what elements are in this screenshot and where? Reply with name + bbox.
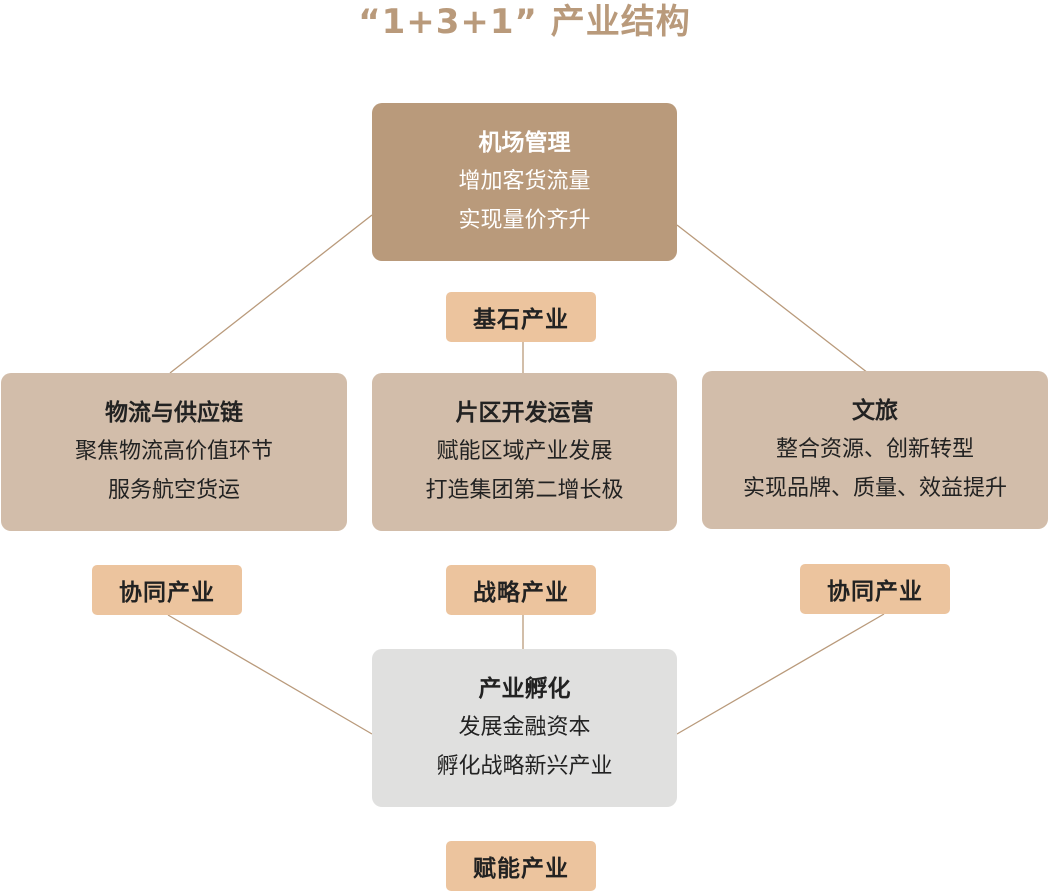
node-line: 孵化战略新兴产业 bbox=[436, 754, 613, 779]
node-industry-incubation: 产业孵化 发展金融资本 孵化战略新兴产业 bbox=[372, 649, 677, 807]
diagram-title: “1+3+1” 产业结构 bbox=[358, 2, 691, 42]
node-heading: 机场管理 bbox=[478, 130, 571, 156]
tag-foundation-industry: 基石产业 bbox=[446, 292, 596, 342]
connector-tourism-tag-incubation bbox=[676, 613, 885, 735]
node-culture-tourism: 文旅 整合资源、创新转型 实现品牌、质量、效益提升 bbox=[702, 371, 1048, 529]
connector-airport-tourism bbox=[676, 224, 869, 374]
node-heading: 产业孵化 bbox=[478, 676, 571, 702]
node-heading: 文旅 bbox=[852, 398, 898, 424]
tag-synergy-industry-left: 协同产业 bbox=[92, 565, 242, 615]
node-line: 实现量价齐升 bbox=[458, 208, 591, 233]
tag-enabling-industry: 赋能产业 bbox=[446, 841, 596, 891]
node-line: 聚焦物流高价值环节 bbox=[74, 439, 273, 464]
node-line: 发展金融资本 bbox=[458, 715, 591, 740]
node-line: 增加客货流量 bbox=[458, 169, 591, 194]
node-district-development: 片区开发运营 赋能区域产业发展 打造集团第二增长极 bbox=[372, 373, 677, 531]
node-line: 赋能区域产业发展 bbox=[436, 439, 613, 464]
node-line: 服务航空货运 bbox=[107, 478, 240, 503]
connector-logistics-tag-incubation bbox=[167, 614, 373, 735]
connector-airport-logistics bbox=[169, 214, 373, 374]
node-heading: 物流与供应链 bbox=[105, 400, 243, 426]
node-heading: 片区开发运营 bbox=[455, 400, 594, 426]
node-line: 打造集团第二增长极 bbox=[425, 478, 624, 503]
node-airport-management: 机场管理 增加客货流量 实现量价齐升 bbox=[372, 103, 677, 261]
node-line: 实现品牌、质量、效益提升 bbox=[742, 476, 1007, 501]
node-logistics-supply-chain: 物流与供应链 聚焦物流高价值环节 服务航空货运 bbox=[1, 373, 347, 531]
tag-strategic-industry: 战略产业 bbox=[446, 565, 596, 615]
node-line: 整合资源、创新转型 bbox=[775, 437, 974, 462]
tag-synergy-industry-right: 协同产业 bbox=[800, 564, 950, 614]
